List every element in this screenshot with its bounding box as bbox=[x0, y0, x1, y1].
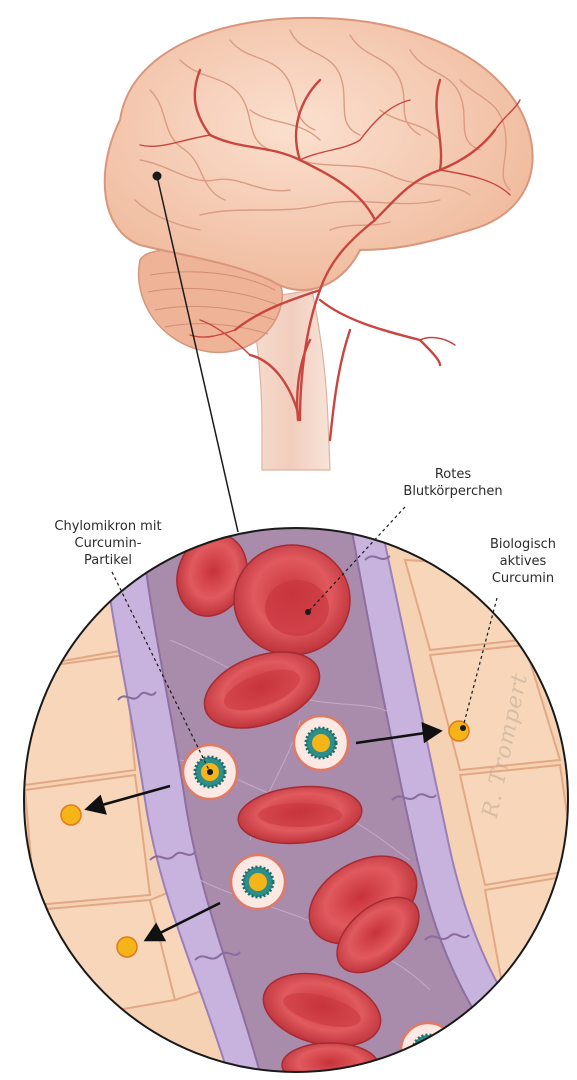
label-bioactive-curcumin: Biologisch aktives Curcumin bbox=[468, 536, 577, 587]
label-red-blood-cell: Rotes Blutkörperchen bbox=[378, 466, 528, 500]
curcumin-particle bbox=[449, 721, 469, 741]
leader-dot-curcumin bbox=[460, 725, 466, 731]
red-blood-cell bbox=[234, 545, 350, 655]
brain bbox=[105, 18, 533, 470]
label-chylomicron: Chylomikron mit Curcumin- Partikel bbox=[18, 518, 198, 569]
magnify-pointer-dot bbox=[153, 172, 162, 181]
chylomicron-with-curcumin bbox=[231, 855, 285, 909]
curcumin-particle bbox=[117, 937, 137, 957]
chylomicron-with-curcumin bbox=[401, 1023, 455, 1076]
chylomicron-with-curcumin bbox=[294, 716, 348, 770]
leader-dot-rbc bbox=[305, 609, 311, 615]
curcumin-particle bbox=[61, 805, 81, 825]
leader-dot-chylomicron bbox=[207, 769, 213, 775]
